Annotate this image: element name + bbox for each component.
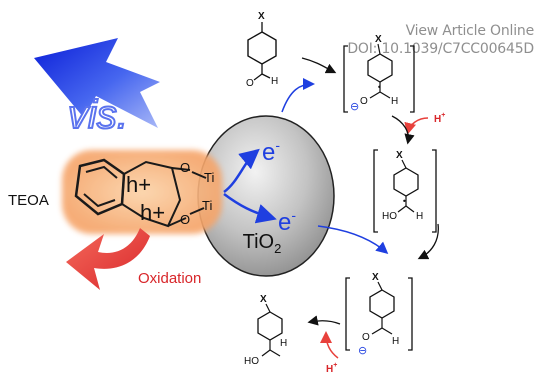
- protonation-arrow-top: [404, 117, 429, 135]
- svg-text:H: H: [416, 211, 423, 222]
- vis-label: vis.: [68, 93, 128, 137]
- protonation-arrow-bottom: [320, 331, 339, 359]
- oxidation-label: Oxidation: [138, 270, 201, 287]
- electron-transfer-arrow-bottom: [317, 225, 389, 254]
- svg-text:H: H: [391, 96, 398, 107]
- svg-text:⊖: ⊖: [350, 100, 359, 113]
- svg-text:•: •: [377, 83, 382, 92]
- svg-text:O: O: [362, 332, 370, 343]
- tio2-label: TiO2: [243, 231, 282, 256]
- svg-text:HO: HO: [244, 356, 259, 367]
- svg-text:HO: HO: [382, 211, 397, 222]
- hole-label-top: h+: [126, 172, 151, 197]
- teoa-label: TEOA: [8, 192, 49, 209]
- svg-text:⊖: ⊖: [358, 344, 367, 357]
- proton-bottom: H+: [326, 362, 337, 375]
- oxygen-bottom: O: [180, 212, 190, 227]
- svg-text:H: H: [271, 76, 278, 87]
- svg-text:X: X: [396, 150, 403, 161]
- oxygen-top: O: [180, 160, 190, 175]
- electron-transfer-arrow-top: [281, 78, 315, 113]
- svg-text:X: X: [258, 11, 265, 22]
- visible-light-icon: [34, 38, 160, 128]
- intermediate-radical-anion: X O H • ⊖: [343, 34, 415, 113]
- svg-text:H: H: [392, 336, 399, 347]
- svg-text:X: X: [375, 34, 382, 45]
- electron-bottom: e-: [278, 207, 296, 236]
- hole-label-bottom: h+: [140, 200, 165, 225]
- ti-bottom: Ti: [202, 198, 212, 213]
- svg-text:X: X: [260, 294, 267, 305]
- svg-text:O: O: [246, 78, 254, 89]
- oxidation-arrow: [66, 228, 150, 290]
- svg-text:X: X: [372, 272, 379, 283]
- intermediate-ketyl-radical: X HO H •: [373, 149, 437, 233]
- doi-link[interactable]: DOI: 10.1039/C7CC00645D: [347, 41, 534, 57]
- product-benzyl-alcohol: X HO H: [244, 294, 287, 367]
- electron-top: e-: [262, 137, 280, 166]
- svg-text:H: H: [280, 338, 287, 349]
- ti-top: Ti: [204, 170, 214, 185]
- intermediate-carbanion: X O H ⊖: [345, 272, 413, 357]
- svg-text:•: •: [402, 197, 407, 206]
- electron-arrow-up: [223, 148, 260, 194]
- reactant-benzaldehyde: X O H: [246, 11, 278, 89]
- svg-text:O: O: [360, 96, 368, 107]
- electron-arrow-down: [223, 192, 277, 224]
- proton-top: H+: [434, 112, 445, 125]
- chelate-ring: [120, 160, 182, 228]
- view-article-online-link[interactable]: View Article Online: [405, 23, 535, 39]
